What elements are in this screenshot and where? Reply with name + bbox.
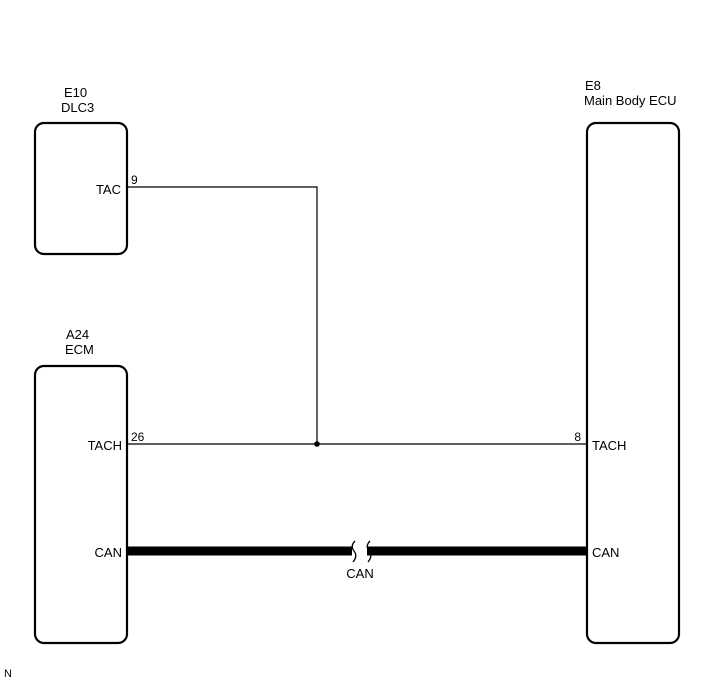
ecm-box [33,364,129,645]
dlc3-pin-tac-number: 9 [131,173,138,187]
ecm-pin-tach-number: 26 [131,430,145,444]
can-bus-break-mark-right [366,540,372,563]
dlc3-pin-tac-label: TAC [96,182,121,197]
tac-wire [127,186,318,444]
splice-junction [314,441,320,447]
main-body-ecu-box [585,121,681,645]
main-body-ecu-code: E8 [585,78,601,93]
diagram-footer-code: N [4,668,12,680]
main-body-ecu-pin-can-label: CAN [592,545,619,560]
ecm-pin-tach-label: TACH [88,438,122,453]
can-bus-break-mark-left [351,540,357,563]
main-body-ecu-pin-tach-label: TACH [592,438,626,453]
can-bus-label: CAN [346,566,373,581]
ecm-pin-can-label: CAN [95,545,122,560]
ecm-code: A24 [66,327,89,342]
ecm-name: ECM [65,342,94,357]
main-body-ecu-pin-tach-number: 8 [574,430,581,444]
main-body-ecu-name: Main Body ECU [584,93,676,108]
dlc3-code: E10 [64,85,87,100]
dlc3-connector-box [33,121,129,256]
dlc3-name: DLC3 [61,100,94,115]
